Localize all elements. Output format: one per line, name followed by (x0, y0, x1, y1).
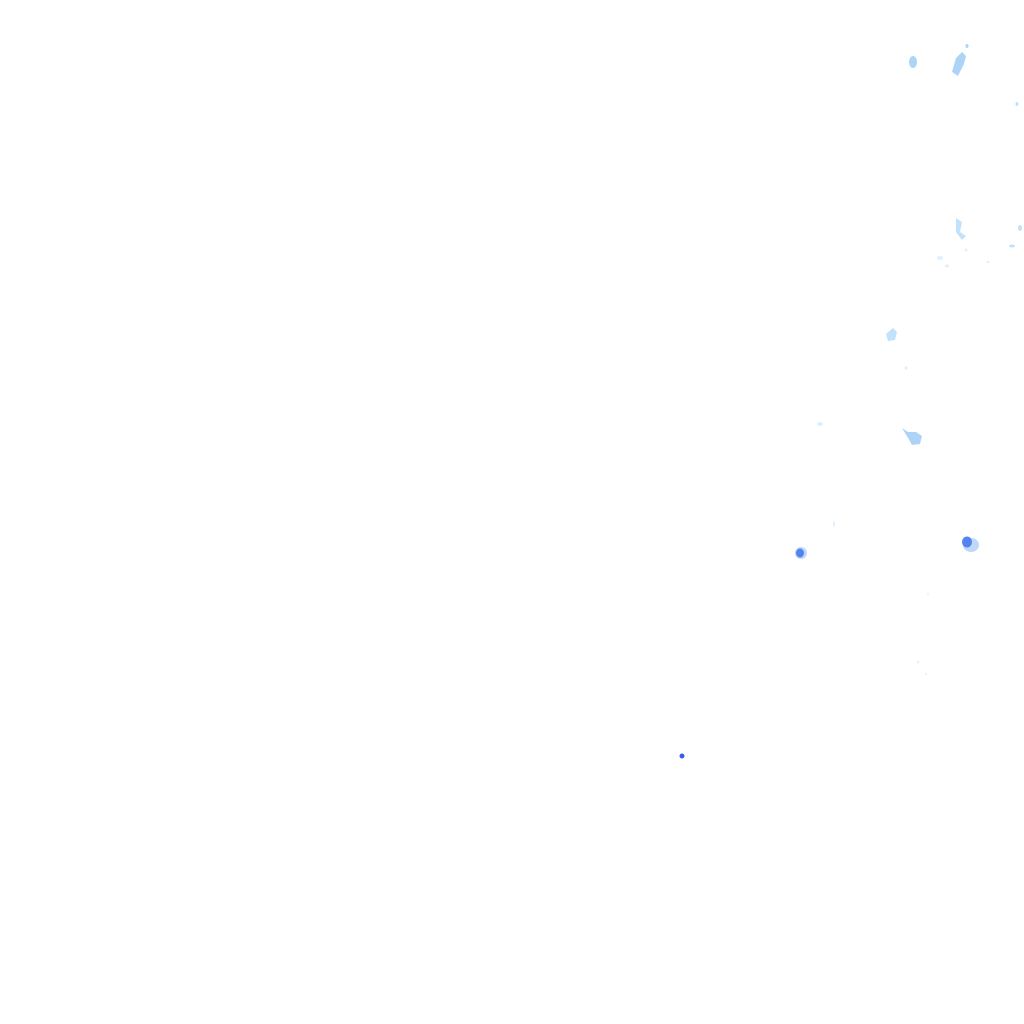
echo-central-3 (817, 422, 929, 675)
echo-north-1 (909, 56, 917, 68)
echo-central-1 (886, 328, 897, 341)
echo-east-3 (904, 366, 908, 370)
echo-south-point (679, 753, 685, 759)
echo-storm-east (962, 536, 979, 552)
echo-east-1 (956, 218, 1022, 248)
echo-east-2 (937, 248, 990, 268)
echo-north-3 (1015, 102, 1019, 106)
echo-central-2 (902, 428, 922, 445)
echo-storm-west (795, 547, 807, 559)
echo-north-2 (952, 44, 969, 76)
